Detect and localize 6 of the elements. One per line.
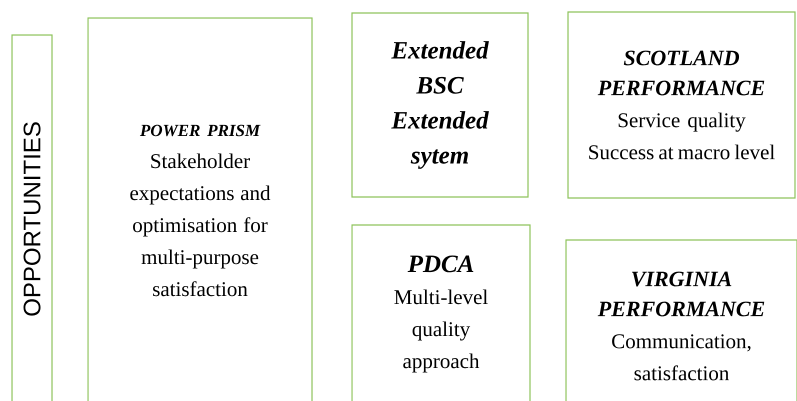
text-box: PDCA Multi-level quality approach — [351, 224, 531, 401]
label-box: OPPORTUNITIES — [11, 34, 53, 401]
text-box: SCOTLAND PERFORMANCE Service quality Success at macro level — [567, 11, 796, 199]
text-box: POWER PRISM Stakeholder expectations and optimisation for multi-purpose satisfaction — [87, 17, 313, 401]
text-box: Extended BSC Extended sytem — [351, 12, 529, 198]
text-box: VIRGINIA PERFORMANCE Communication, satisfaction — [565, 239, 797, 401]
